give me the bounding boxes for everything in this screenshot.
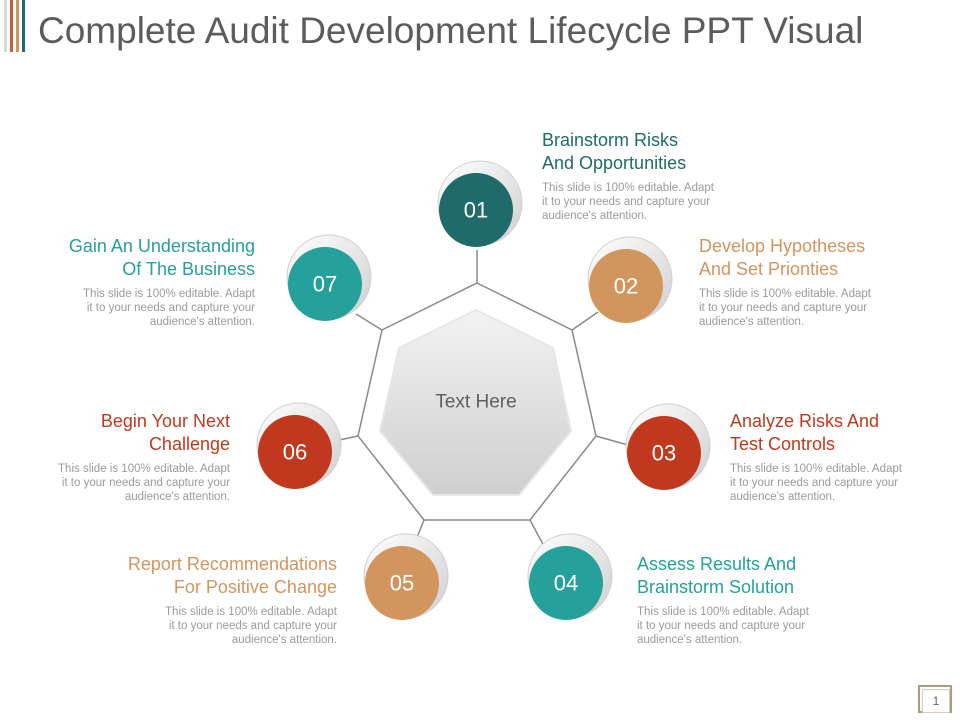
step-circle-05 bbox=[365, 546, 439, 620]
step-number-03: 03 bbox=[652, 441, 676, 466]
step-circle-01 bbox=[439, 173, 513, 247]
slide-number: 1 bbox=[922, 689, 950, 713]
step-circle-07 bbox=[288, 247, 362, 321]
step-circle-04 bbox=[529, 546, 603, 620]
step-node-07: 07 bbox=[286, 234, 372, 321]
step-number-02: 02 bbox=[614, 274, 638, 299]
step-node-05: 05 bbox=[363, 533, 449, 620]
center-heptagon bbox=[378, 308, 573, 496]
step-circle-03 bbox=[627, 416, 701, 490]
step-node-06: 06 bbox=[256, 402, 342, 489]
page-title: Complete Audit Development Lifecycle PPT… bbox=[38, 10, 864, 51]
step-node-02: 02 bbox=[587, 236, 673, 323]
step-node-04: 04 bbox=[527, 533, 613, 620]
step-number-07: 07 bbox=[313, 272, 337, 297]
center-label: Text Here bbox=[435, 392, 516, 413]
step-circle-02 bbox=[589, 249, 663, 323]
step-node-03: 03 bbox=[625, 403, 711, 490]
step-number-01: 01 bbox=[464, 198, 488, 223]
step-node-01: 01 bbox=[437, 160, 523, 247]
slide-number-badge: 1 bbox=[918, 685, 954, 715]
step-number-06: 06 bbox=[283, 440, 307, 465]
step-circle-06 bbox=[258, 415, 332, 489]
step-number-05: 05 bbox=[390, 571, 414, 596]
step-number-04: 04 bbox=[554, 571, 578, 596]
